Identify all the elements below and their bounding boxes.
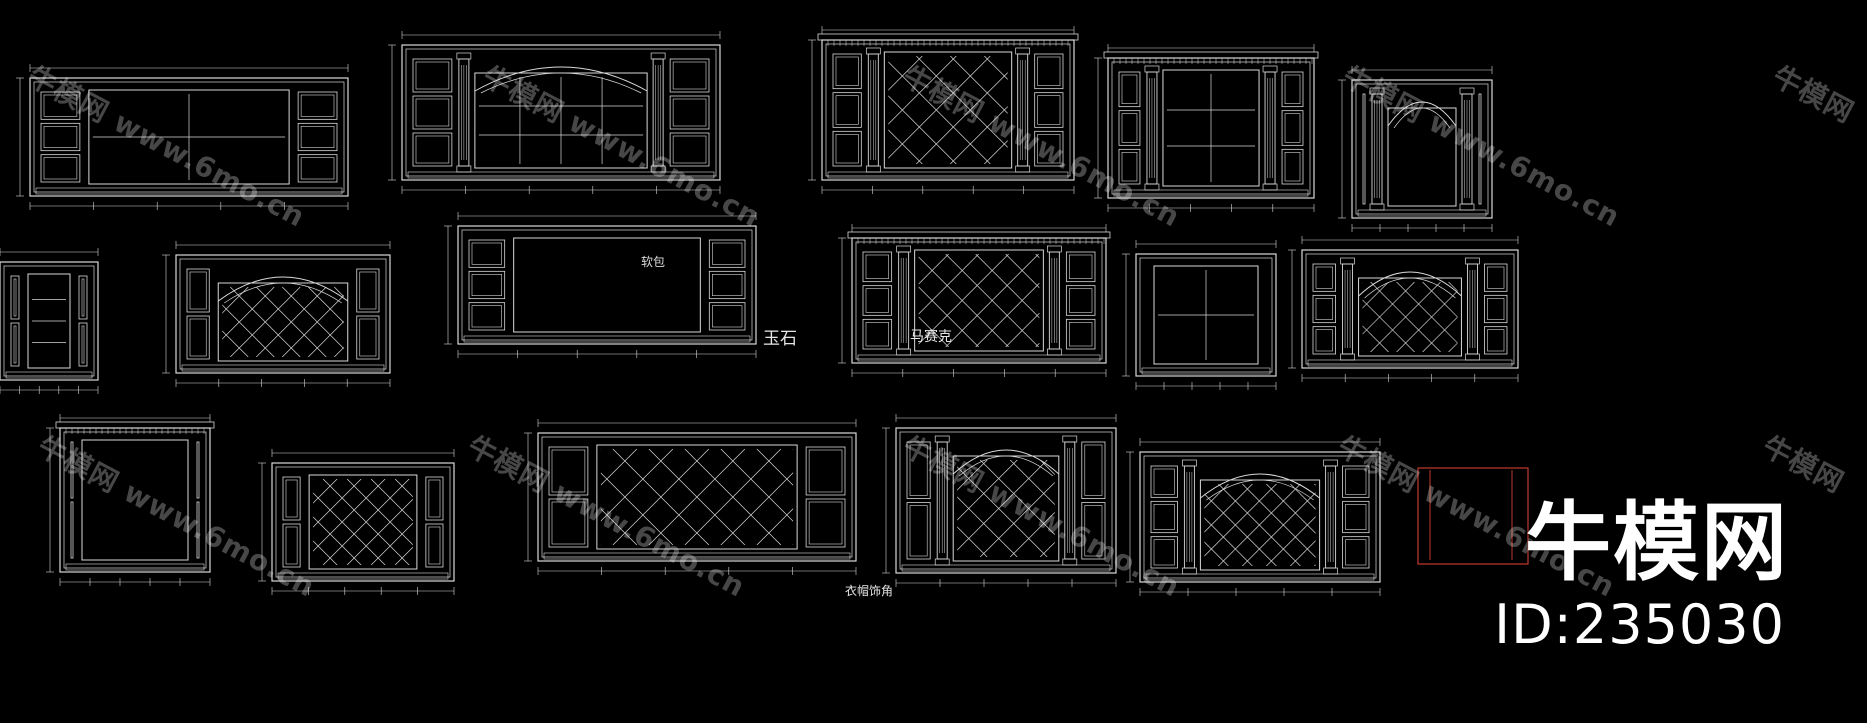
model-id: ID:235030: [1494, 593, 1785, 656]
cad-wall-16: [1126, 438, 1381, 596]
cad-wall-4: [1094, 44, 1319, 212]
cad-wall-6: [0, 248, 99, 394]
cad-wall-15: [882, 414, 1117, 587]
cad-wall-10: [1122, 240, 1277, 390]
cad-wall-13: [258, 449, 455, 595]
cad-wall-1: [16, 64, 349, 210]
cad-wall-8: [444, 212, 757, 358]
cad-wall-12: [46, 414, 215, 586]
cad-wall-2: [388, 31, 721, 194]
brand-logo-text: 牛模网: [1525, 493, 1789, 593]
cad-wall-7: [162, 241, 391, 387]
cad-wall-9: [838, 224, 1111, 377]
cad-wall-11: [1288, 236, 1519, 382]
cad-wall-3: [808, 26, 1079, 194]
red-accent-lines: [1417, 467, 1529, 565]
cad-wall-5: [1338, 66, 1493, 232]
cad-wall-14: [524, 419, 857, 575]
